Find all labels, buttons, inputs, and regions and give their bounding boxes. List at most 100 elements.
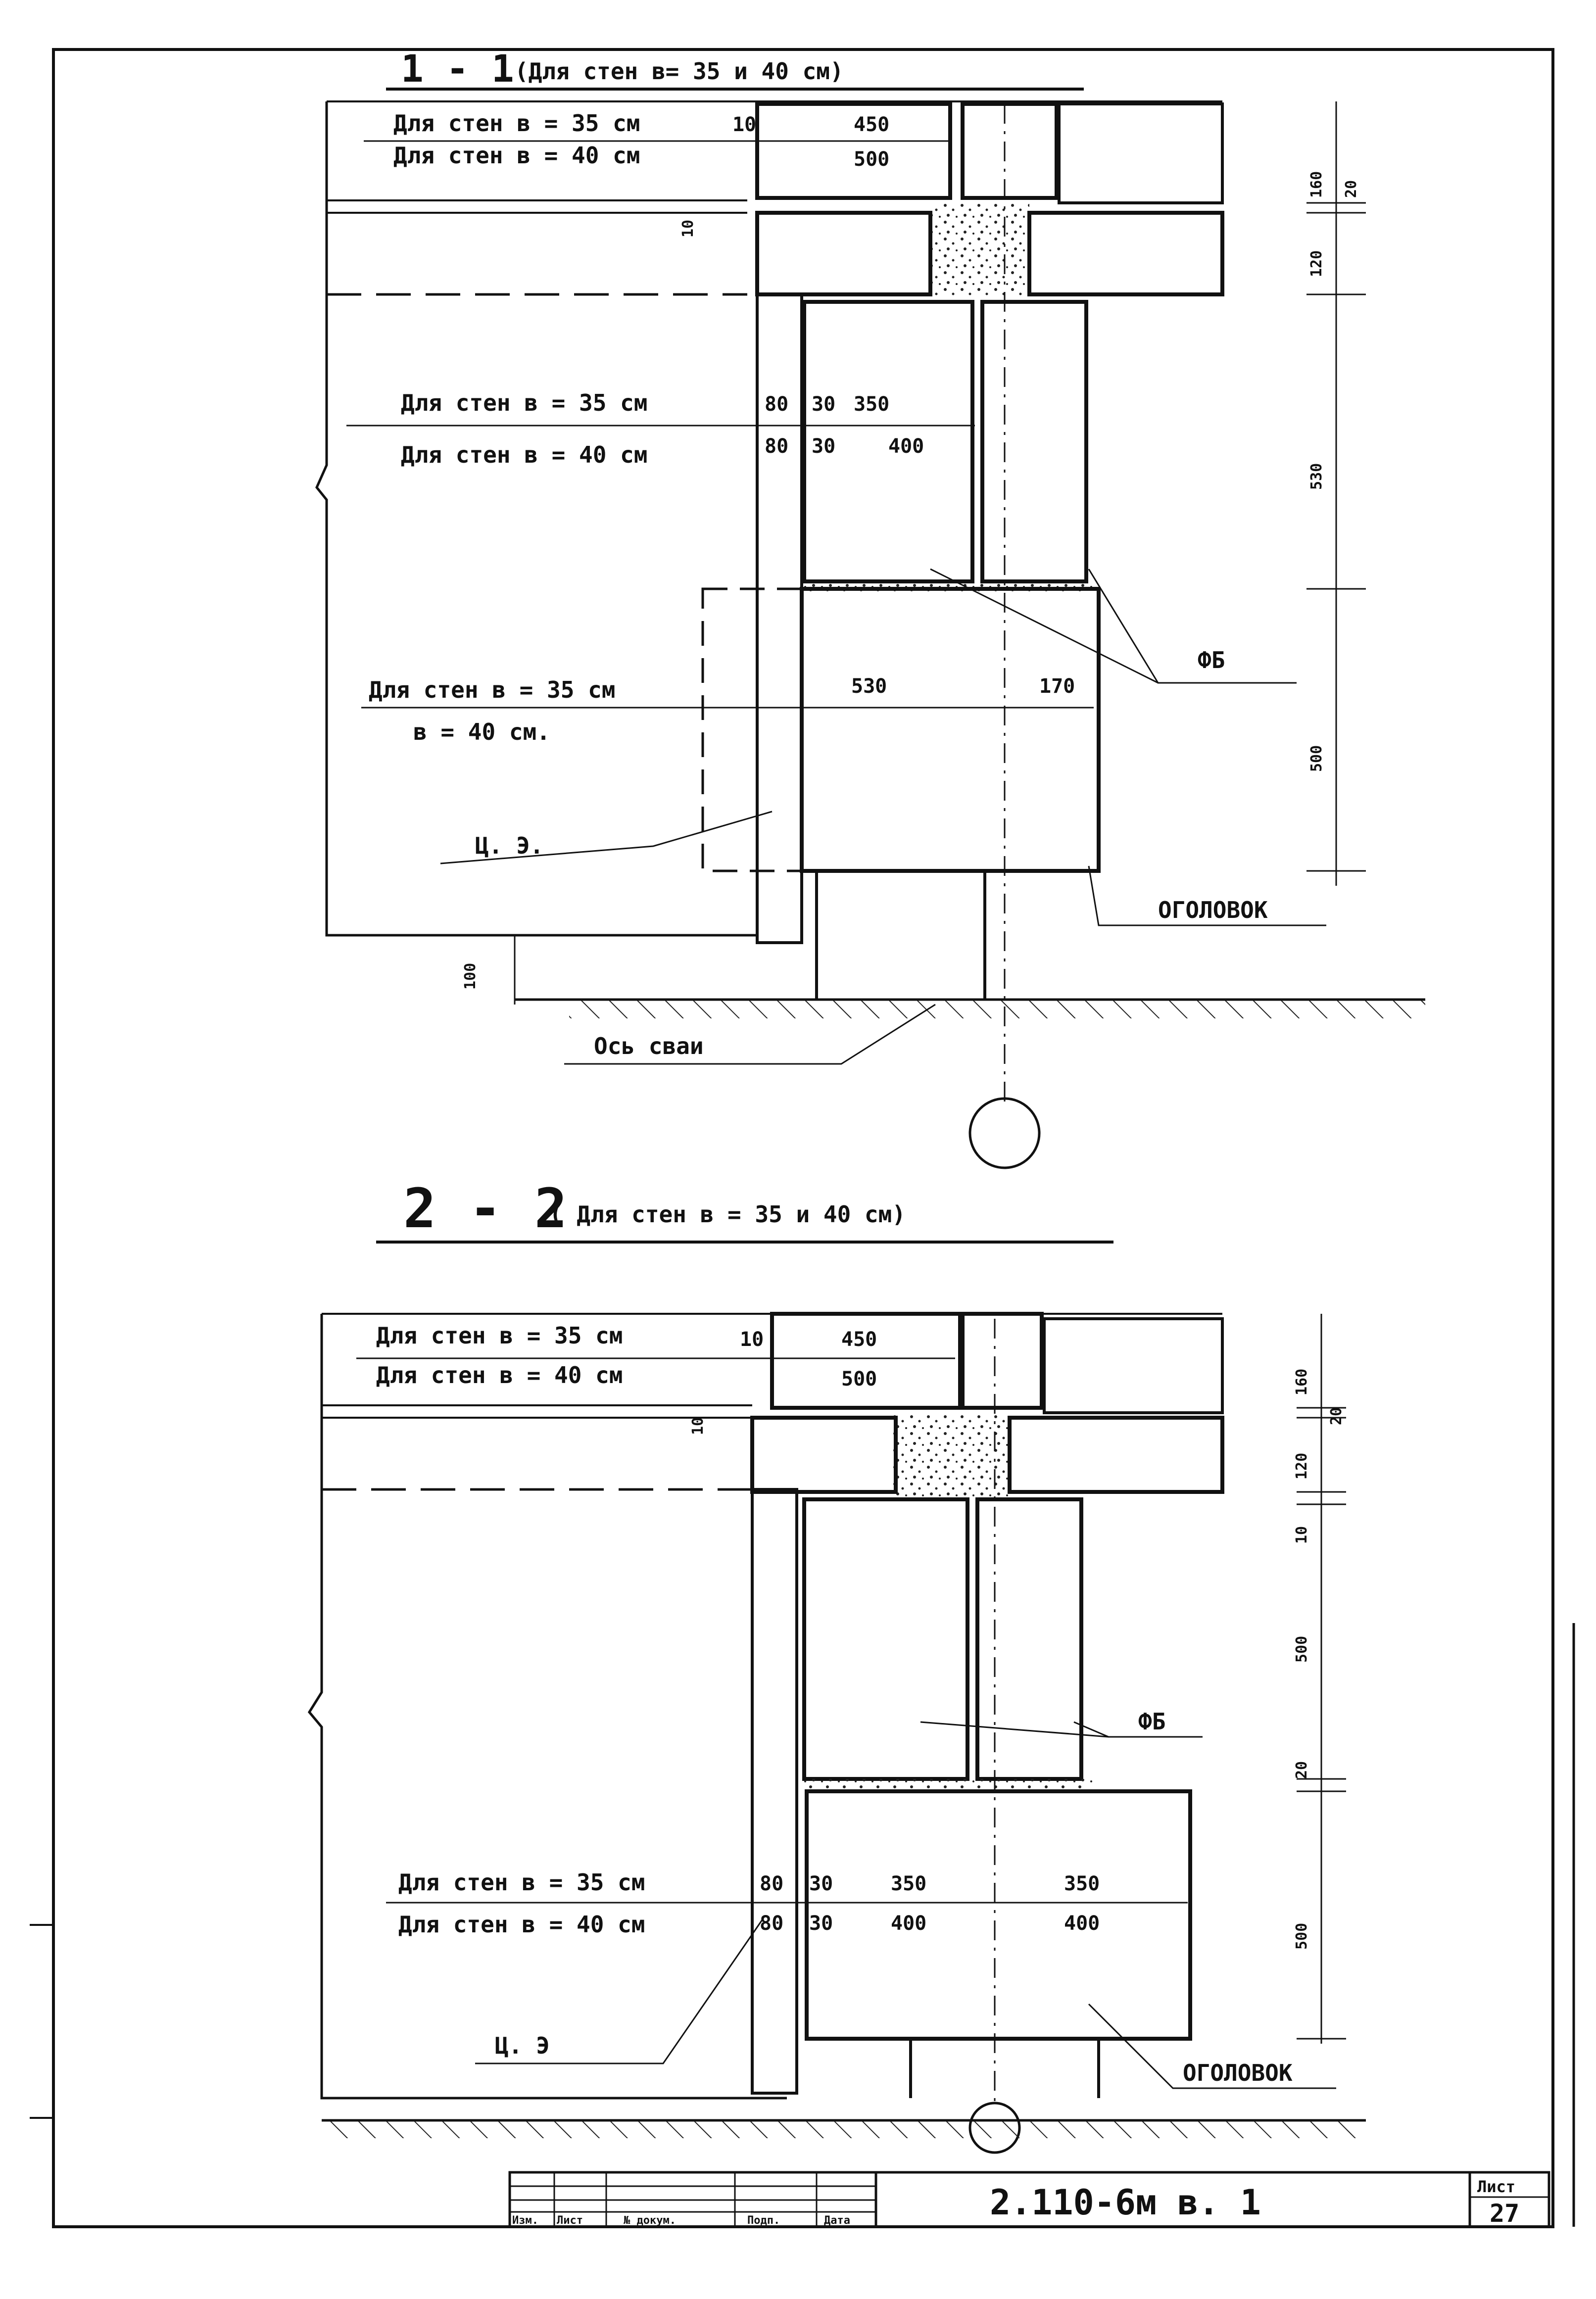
hollow-slab-right-2 bbox=[961, 1312, 1044, 1410]
pile-axis-label-1: Ось сваи bbox=[594, 1033, 704, 1059]
dim-top-10-1: 10 bbox=[679, 220, 697, 238]
dim-30b-2: 30 bbox=[809, 1912, 833, 1935]
v-dim-120-1: 120 bbox=[1308, 250, 1325, 277]
fb-block-left-2 bbox=[802, 1497, 969, 1781]
section-1-1-caption: (Для стен в= 35 и 40 см) bbox=[515, 58, 844, 85]
col-list: Лист bbox=[557, 2214, 583, 2227]
mortar-fill-1 bbox=[930, 203, 1029, 297]
cz-leader-2 bbox=[475, 1919, 763, 2064]
sheet-label: Лист bbox=[1477, 2177, 1515, 2196]
dashed-outline-1 bbox=[701, 587, 803, 872]
mortar-fill-2 bbox=[891, 1415, 1010, 1497]
v-dim-20-2: 20 bbox=[1328, 1407, 1345, 1425]
section-2-2: 2 - 2 ( Для стен в = 35 и 40 см) Для сте… bbox=[307, 1177, 1366, 2154]
col-date: Дата bbox=[824, 2214, 850, 2227]
pile-axis-leader-1 bbox=[564, 1004, 936, 1065]
dim-350-1: 350 bbox=[854, 393, 889, 416]
dim-30a-2: 30 bbox=[809, 1872, 833, 1895]
slab-label-35-2: Для стен в = 35 см bbox=[376, 1322, 623, 1349]
v-dim-10-2: 10 bbox=[1293, 1526, 1310, 1544]
hollow-slab-right-1 bbox=[961, 102, 1059, 200]
section-2-2-number: 2 - 2 bbox=[403, 1177, 567, 1240]
wall-label-35-2: Для стен в = 35 см bbox=[398, 1869, 645, 1896]
section-1-1-number: 1 - 1 bbox=[401, 47, 514, 91]
cz-label-2: Ц. Э bbox=[495, 2032, 550, 2059]
v-dim-530-1: 530 bbox=[1308, 463, 1325, 490]
ogolovok-leader-1 bbox=[1088, 865, 1326, 926]
insulation-block-2 bbox=[1043, 1317, 1224, 1414]
dim-170-1: 170 bbox=[1039, 675, 1075, 698]
slab-label-40-1: Для стен в = 40 см bbox=[393, 142, 640, 169]
mortar-bed-2 bbox=[802, 1779, 1094, 1789]
col-izm: Изм. bbox=[512, 2214, 538, 2227]
ground-hatch-1 bbox=[569, 1001, 1425, 1018]
wall-label-40-2: Для стен в = 40 см bbox=[398, 1911, 645, 1938]
fb-block-right-1 bbox=[980, 300, 1088, 583]
insulation-column-2 bbox=[751, 1488, 798, 2095]
dim-530-cap-1: 530 bbox=[851, 675, 887, 698]
dim-slab-500-2: 500 bbox=[841, 1368, 877, 1390]
dim-400-1: 400 bbox=[888, 435, 924, 458]
ogolovok-label-1: ОГОЛОВОК bbox=[1158, 897, 1268, 923]
slab-label-40-2: Для стен в = 40 см bbox=[376, 1362, 623, 1389]
ring-beam-left-1 bbox=[755, 211, 932, 296]
fb-leader-1 bbox=[930, 568, 1297, 684]
ring-beam-left-2 bbox=[750, 1416, 898, 1494]
dim-80a-1: 80 bbox=[765, 393, 788, 416]
insulation-column-1 bbox=[756, 293, 803, 944]
fb-label-1: ФБ bbox=[1198, 647, 1225, 673]
v-dim-20b-2: 20 bbox=[1293, 1761, 1310, 1779]
dim-350a-2: 350 bbox=[891, 1872, 926, 1895]
slab-label-35-1: Для стен в = 35 см bbox=[393, 110, 640, 137]
pile-cap-2 bbox=[805, 1789, 1192, 2041]
cap-label-40-1: в = 40 см. bbox=[413, 718, 550, 745]
dim-400a-2: 400 bbox=[891, 1912, 926, 1935]
dim-80a-2: 80 bbox=[760, 1872, 783, 1895]
ogolovok-leader-2 bbox=[1088, 2003, 1336, 2089]
v-dim-20-1: 20 bbox=[1343, 180, 1360, 198]
dim-slab-500-1: 500 bbox=[854, 148, 889, 171]
v-dim-500a-2: 500 bbox=[1293, 1636, 1310, 1663]
sheet-number: 27 bbox=[1490, 2199, 1519, 2228]
v-dim-160-1: 160 bbox=[1308, 171, 1325, 198]
section-1-1: 1 - 1 (Для стен в= 35 и 40 см) bbox=[315, 47, 1425, 1169]
wall-outline-2 bbox=[307, 1314, 787, 2100]
dim-slab-450-1: 450 bbox=[854, 113, 889, 136]
cz-label-1: Ц. Э. bbox=[475, 832, 543, 859]
section-2-2-caption: ( Для стен в = 35 и 40 см) bbox=[549, 1201, 906, 1228]
ogolovok-label-2: ОГОЛОВОК bbox=[1183, 2060, 1293, 2086]
title-block: Изм. Лист № докум. Подп. Дата 2.110-6м в… bbox=[508, 2171, 1550, 2228]
fb-label-2: ФБ bbox=[1138, 1708, 1165, 1735]
fb-leader-2 bbox=[920, 1721, 1203, 1738]
col-doc: № докум. bbox=[624, 2214, 676, 2227]
dim-top-10-2: 10 bbox=[689, 1417, 707, 1435]
doc-code: 2.110-6м в. 1 bbox=[990, 2182, 1261, 2223]
dim-400b-2: 400 bbox=[1064, 1912, 1100, 1935]
ring-beam-right-1 bbox=[1027, 211, 1224, 296]
wall-label-40-1: Для стен в = 40 см bbox=[401, 441, 648, 468]
cap-label-35-1: Для стен в = 35 см bbox=[369, 676, 616, 703]
dim-100-1: 100 bbox=[462, 963, 479, 990]
ground-hatch-2 bbox=[327, 2121, 1366, 2138]
dim-gap-10-1: 10 bbox=[732, 113, 756, 136]
dim-80b-2: 80 bbox=[760, 1912, 783, 1935]
cz-leader-1 bbox=[440, 811, 773, 864]
col-sign: Подп. bbox=[747, 2214, 780, 2227]
wall-label-35-1: Для стен в = 35 см bbox=[401, 389, 648, 416]
dim-350b-2: 350 bbox=[1064, 1872, 1100, 1895]
dim-slab-450-2: 450 bbox=[841, 1328, 877, 1351]
ring-beam-right-2 bbox=[1008, 1416, 1224, 1494]
v-dim-160-2: 160 bbox=[1293, 1369, 1310, 1395]
dim-30b-1: 30 bbox=[812, 435, 835, 458]
insulation-block-1 bbox=[1058, 102, 1224, 204]
fb-block-right-2 bbox=[975, 1497, 1083, 1781]
dim-80b-1: 80 bbox=[765, 435, 788, 458]
wall-outline-1 bbox=[315, 101, 757, 937]
pile-axis-marker-1 bbox=[968, 1097, 1041, 1169]
dim-30a-1: 30 bbox=[812, 393, 835, 416]
ring-beam-left-1-hatch bbox=[755, 211, 932, 296]
hollow-slab-left-2 bbox=[770, 1312, 962, 1410]
dim-gap-10-2: 10 bbox=[740, 1328, 764, 1351]
